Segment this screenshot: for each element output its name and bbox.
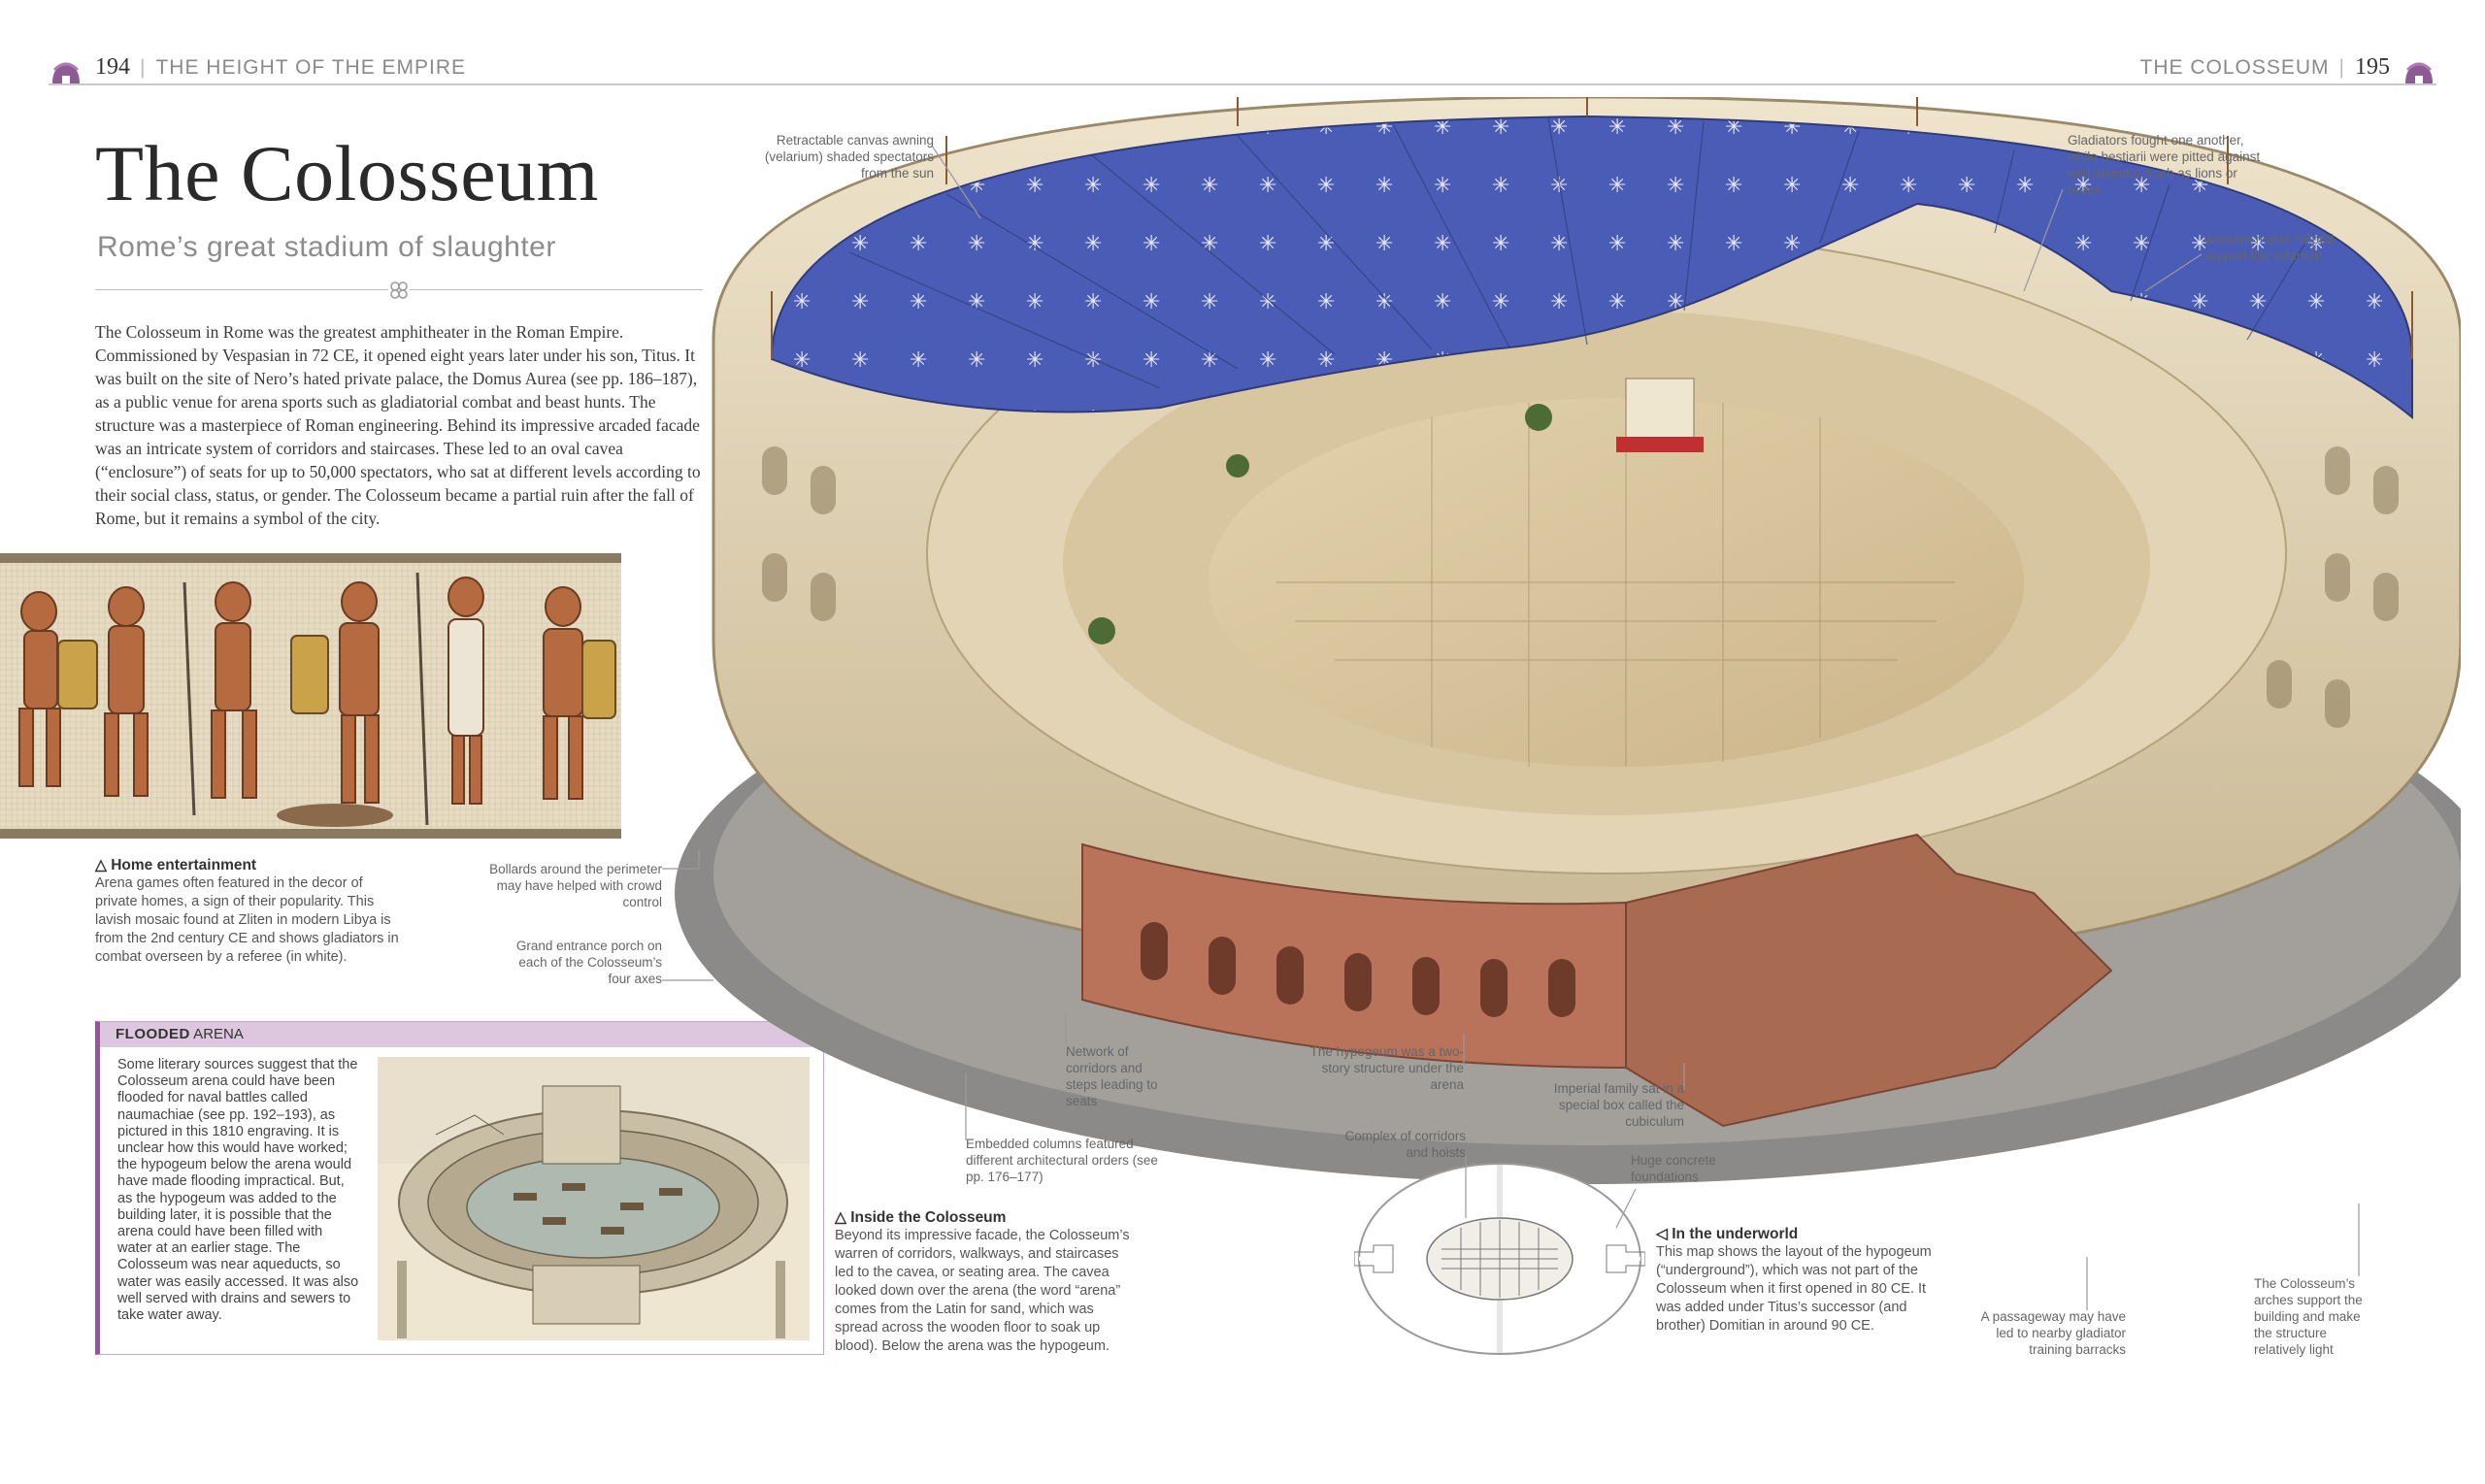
label-passageway: A passageway may have led to nearby glad…	[1980, 1309, 2126, 1357]
label-awning: Retractable canvas awning (velarium) sha…	[764, 133, 934, 181]
flooded-arena-box: FLOODED ARENA Some literary sources sugg…	[95, 1021, 824, 1355]
left-page-number: 194	[95, 54, 130, 80]
home-entertainment-caption: △ Home entertainment Arena games often f…	[95, 856, 406, 967]
label-corridors: Network of corridors and steps leading t…	[1066, 1044, 1158, 1108]
label-gladiators: Gladiators fought one another, while bes…	[2068, 133, 2261, 197]
header-rule	[49, 83, 2436, 85]
label-entrance: Grand entrance porch on each of the Colo…	[515, 939, 662, 986]
gladiator-mosaic-image	[0, 553, 621, 839]
left-page-header: 194|THE HEIGHT OF THE EMPIRE	[95, 54, 467, 80]
caption-text: Beyond its impressive facade, the Coloss…	[835, 1228, 1130, 1354]
label-hoists: Complex of corridors and hoists	[1344, 1129, 1466, 1160]
label-bollards: Bollards around the perimeter may have h…	[489, 862, 662, 909]
left-section-title: THE HEIGHT OF THE EMPIRE	[155, 56, 467, 79]
triangle-up-icon: △	[835, 1209, 851, 1226]
right-page-number: 195	[2355, 54, 2390, 80]
label-imperial: Imperial family sat in a special box cal…	[1553, 1081, 1684, 1129]
caption-heading: △ Home entertainment	[95, 857, 257, 874]
helmet-icon	[2405, 62, 2433, 83]
label-columns: Embedded columns featured different arch…	[966, 1137, 1158, 1184]
triangle-left-icon: ◁	[1656, 1226, 1673, 1242]
label-hypogeum: The hypogeum was a two-story structure u…	[1309, 1044, 1464, 1092]
underworld-caption: ◁ In the underworld This map shows the l…	[1656, 1225, 1947, 1336]
caption-heading: ◁ In the underworld	[1656, 1226, 1799, 1242]
label-arches: The Colosseum’s arches support the build…	[2254, 1276, 2363, 1357]
knot-ornament-icon	[388, 280, 410, 301]
page-title: The Colosseum	[95, 129, 599, 217]
helmet-icon	[52, 62, 80, 83]
flooded-arena-heading: FLOODED ARENA	[100, 1022, 823, 1047]
page-subtitle: Rome’s great stadium of slaughter	[97, 231, 556, 263]
caption-text: Arena games often featured in the decor …	[95, 875, 399, 965]
naumachia-engraving-image	[378, 1057, 810, 1340]
flooded-arena-text: Some literary sources suggest that the C…	[117, 1057, 359, 1324]
inside-colosseum-caption: △ Inside the Colosseum Beyond its impres…	[835, 1208, 1136, 1356]
intro-paragraph: The Colosseum in Rome was the greatest a…	[95, 322, 701, 528]
triangle-up-icon: △	[95, 857, 112, 874]
hypogeum-map	[1354, 1163, 1645, 1355]
label-foundations: Huge concrete foundations	[1631, 1153, 1716, 1184]
right-page-header: THE COLOSSEUM|195	[2139, 54, 2391, 80]
label-masts: Wooden masts helped support the velarium	[2203, 232, 2335, 263]
colosseum-cutaway-illustration: ✳	[675, 97, 2461, 1184]
caption-heading: △ Inside the Colosseum	[835, 1209, 1007, 1226]
caption-text: This map shows the layout of the hypogeu…	[1656, 1244, 1932, 1334]
right-section-title: THE COLOSSEUM	[2139, 56, 2330, 79]
